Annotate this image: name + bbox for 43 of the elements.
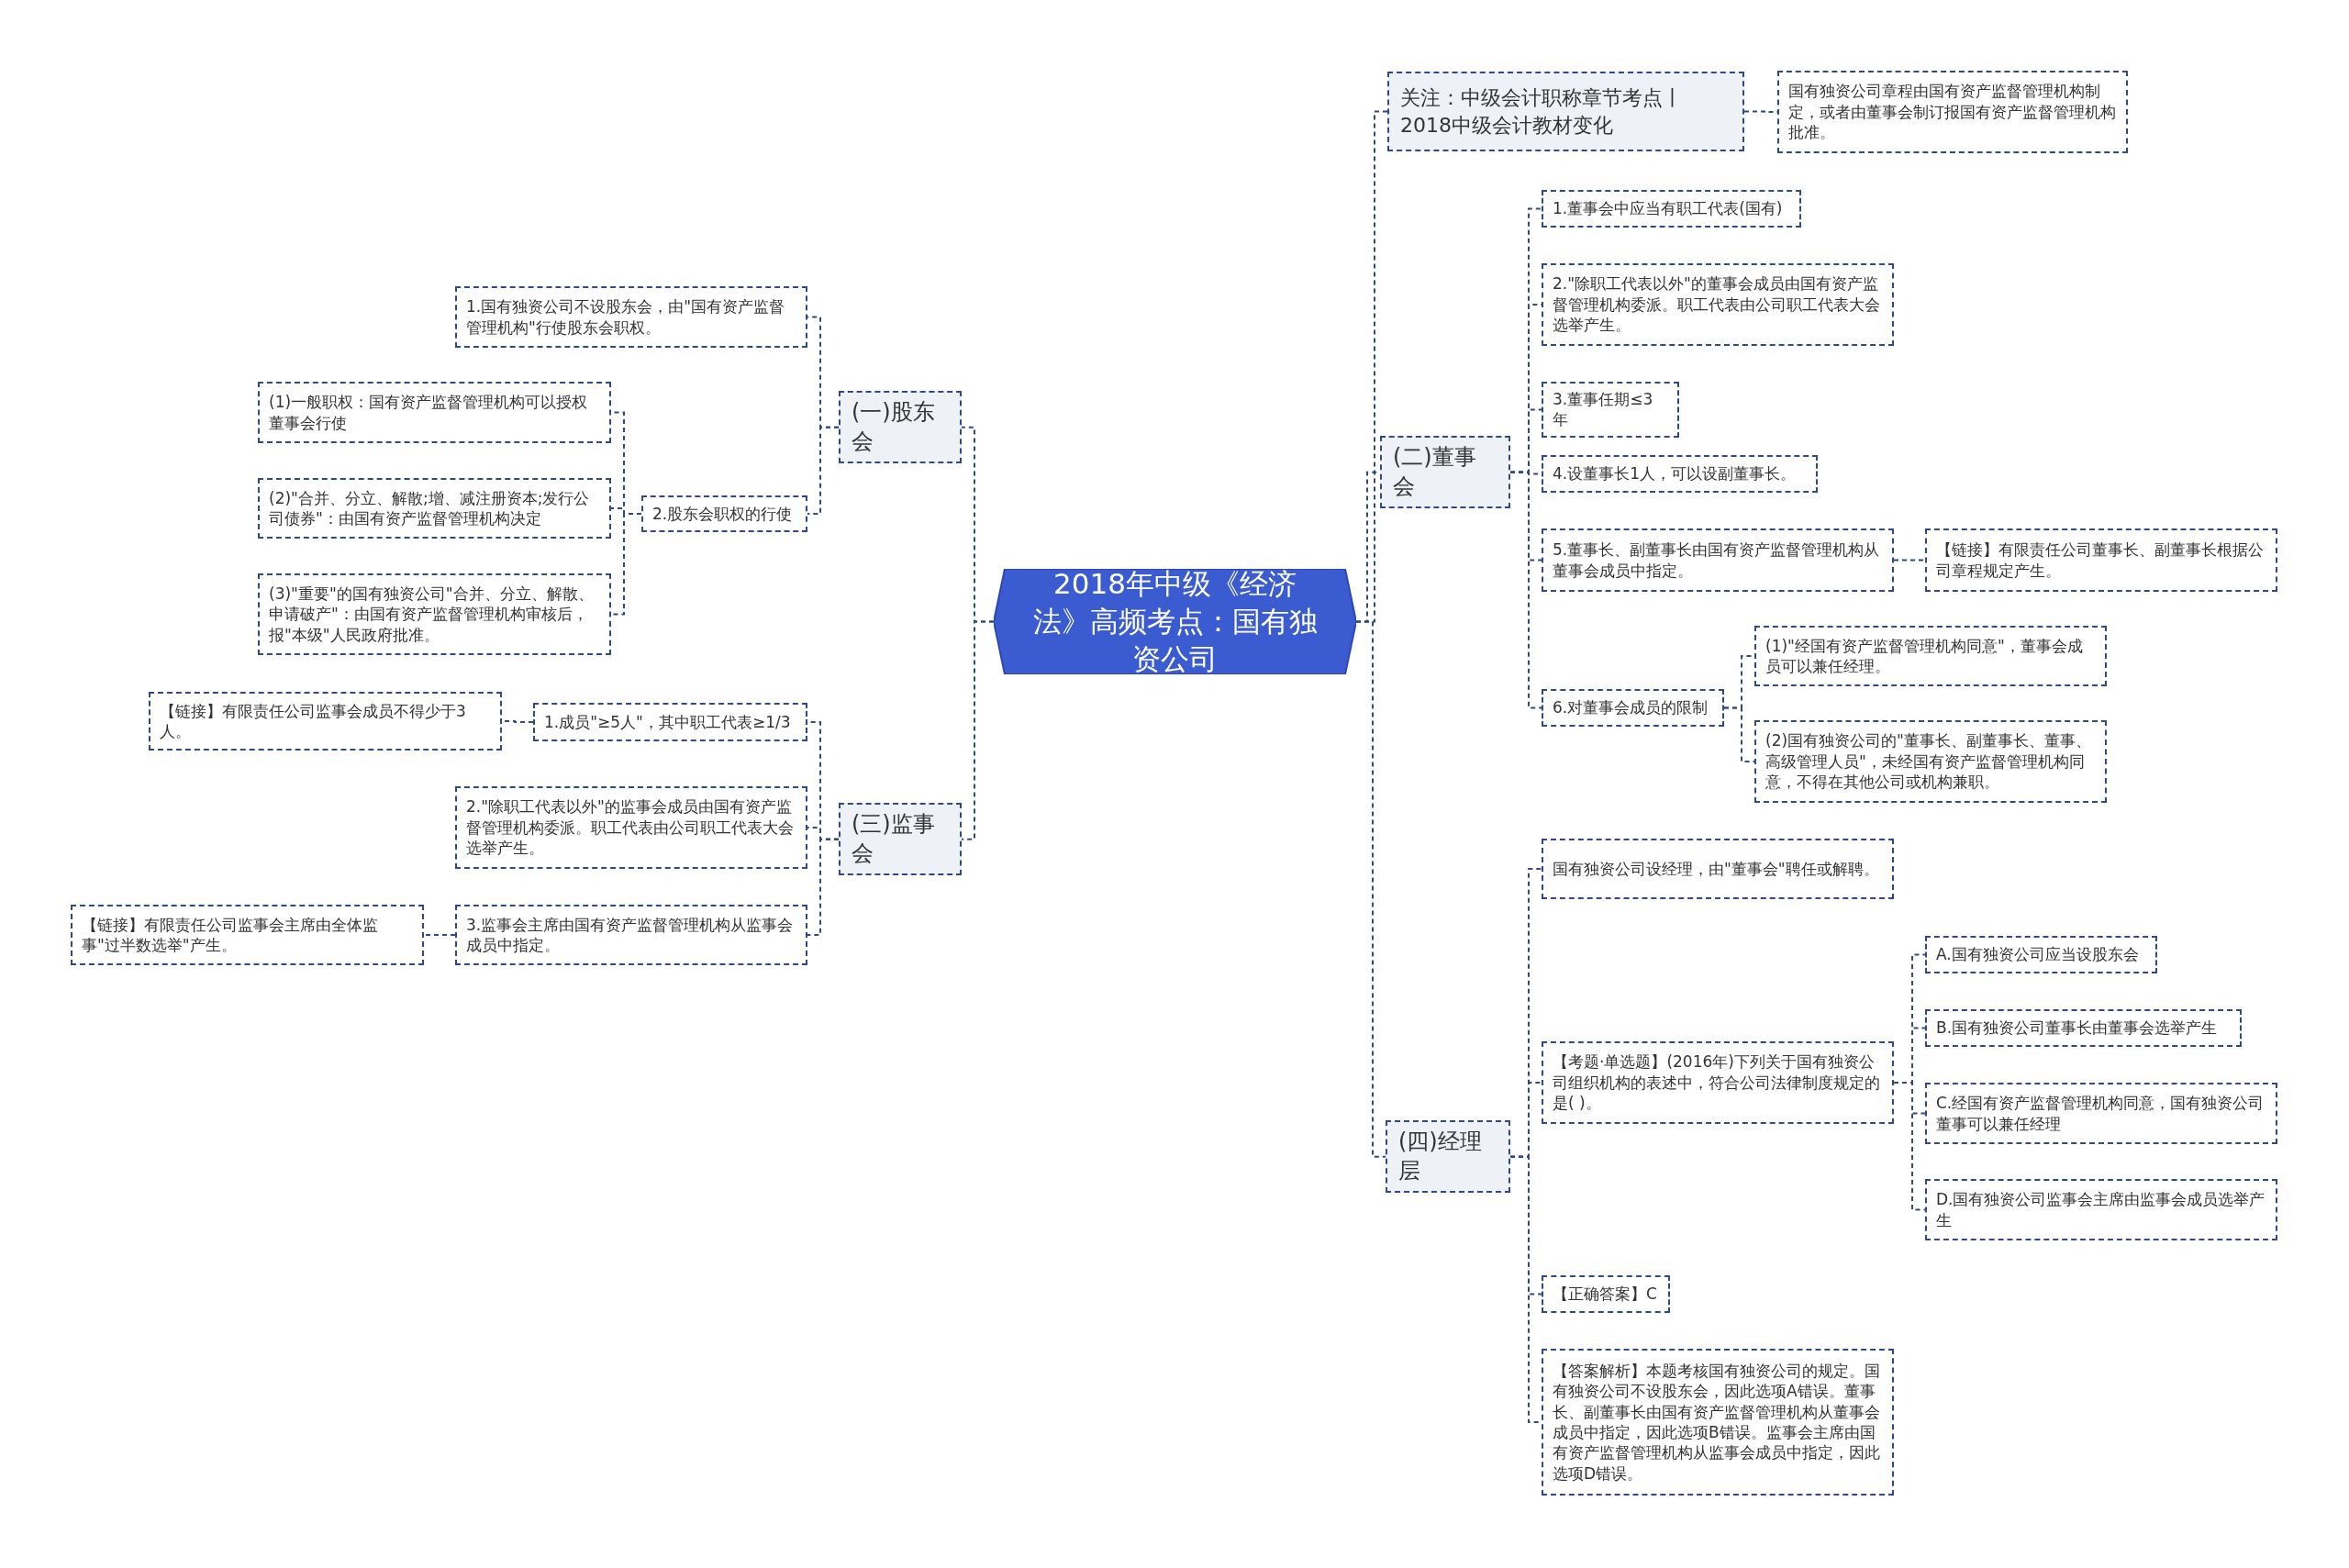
connector [1893,1082,1926,1211]
topic-box: 【答案解析】本题考核国有独资公司的规定。国有独资公司不设股东会，因此选项A错误。董事长、副董事长由国有资产监督管理机构从董事会成员中指定，因此选项B错误。监事会主席由国有资产监督管理机构从监事会成员中指定，因此选项D错误。 [1542,1349,1894,1496]
topic-box: 2.股东会职权的行使 [641,495,807,532]
central-topic-box: 2018年中级《经济法》高频考点：国有独资公司 [994,569,1356,674]
topic-box: B.国有独资公司董事长由董事会选举产生 [1925,1009,2242,1047]
connector [423,934,456,936]
connector [1355,620,1386,1158]
topic-box: 5.董事长、副董事长由国有资产监督管理机构从董事会成员中指定。 [1542,528,1894,592]
topic-box: 【链接】有限责任公司董事长、副董事长根据公司章程规定产生。 [1925,528,2277,592]
connector [961,620,995,840]
topic-box: D.国有独资公司监事会主席由监事会成员选举产生 [1925,1179,2277,1240]
topic-box: (2)"合并、分立、解散;增、减注册资本;发行公司债券"：由国有资产监督管理机构决定 [258,478,611,539]
topic-box: (2)国有独资公司的"董事长、副董事长、董事、高级管理人员"，未经国有资产监督管理机构同意，不得在其他公司或机构兼职。 [1754,720,2107,803]
topic-box: (1)一般职权：国有资产监督管理机构可以授权董事会行使 [258,382,611,443]
topic-box: 4.设董事长1人，可以设副董事长。 [1542,455,1818,493]
topic-box: 3.董事任期≤3年 [1542,382,1679,438]
topic-box: A.国有独资公司应当设股东会 [1925,936,2157,973]
topic-box: 2."除职工代表以外"的董事会成员由国有资产监督管理机构委派。职工代表由公司职工代表大会选举产生。 [1542,263,1894,346]
branch-box: (四)经理层 [1386,1120,1510,1194]
topic-box: 【链接】有限责任公司监事会主席由全体监事"过半数选举"产生。 [71,905,424,965]
topic-box: 【考题·单选题】(2016年)下列关于国有独资公司组织机构的表述中，符合公司法律制度规定的是( )。 [1542,1041,1894,1124]
topic-box: 【链接】有限责任公司监事会成员不得少于3人。 [149,692,502,751]
topic-box: 2."除职工代表以外"的监事会成员由国有资产监督管理机构委派。职工代表由公司职工代表大会选举产生。 [455,786,807,869]
topic-box: 国有独资公司设经理，由"董事会"聘任或解聘。 [1542,839,1894,899]
topic-box: C.经国有资产监督管理机构同意，国有独资公司董事可以兼任经理 [1925,1083,2277,1144]
connector [807,426,840,515]
connector [1509,471,1542,709]
branch-box: (二)董事会 [1380,436,1510,509]
topic-box: (3)"重要"的国有独资公司"合并、分立、解散、申请破产"：由国有资产监督管理机构审核后，报"本级"人民政府批准。 [258,573,611,655]
topic-box: (1)"经国有资产监督管理机构同意"，董事会成员可以兼任经理。 [1754,626,2107,686]
topic-box: 1.国有独资公司不设股东会，由"国有资产监督管理机构"行使股东会职权。 [455,286,807,348]
branch-box: (三)监事会 [839,803,962,876]
topic-box: 1.成员"≥5人"，其中职工代表≥1/3 [533,703,807,741]
topic-box: 1.董事会中应当有职工代表(国有) [1542,190,1801,228]
topic-box: 6.对董事会成员的限制 [1542,689,1724,727]
topic-box: 国有独资公司章程由国有资产监督管理机构制定，或者由董事会制订报国有资产监督管理机构批准。 [1777,71,2128,153]
branch-box: (一)股东会 [839,391,962,464]
topic-box: 3.监事会主席由国有资产监督管理机构从监事会成员中指定。 [455,905,807,965]
connector [807,838,840,936]
topic-box: 【正确答案】C [1542,1275,1670,1313]
connector [1893,559,1926,562]
connector [1723,706,1755,762]
note-box: 关注：中级会计职称章节考点丨2018中级会计教材变化 [1387,72,1744,151]
